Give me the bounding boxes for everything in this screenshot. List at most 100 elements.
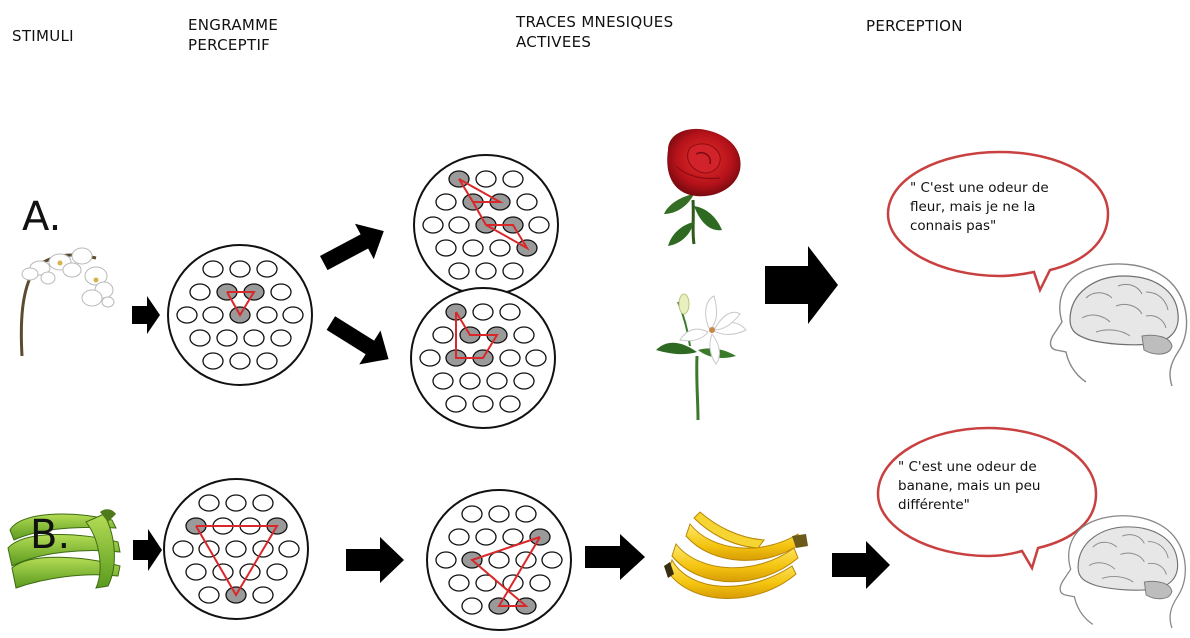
neuron xyxy=(541,551,563,569)
neuron xyxy=(472,395,494,413)
neuron xyxy=(172,540,194,558)
rose-icon xyxy=(664,128,741,246)
neuron xyxy=(448,262,470,280)
row-label-a: A. xyxy=(22,194,62,240)
neuron xyxy=(488,551,510,569)
neuron xyxy=(229,260,251,278)
neuron xyxy=(202,260,224,278)
neuron xyxy=(435,551,457,569)
neuron xyxy=(185,563,207,581)
activation-path xyxy=(470,536,541,607)
banana-icon xyxy=(664,511,808,599)
neuron xyxy=(225,494,247,512)
neuron xyxy=(502,262,524,280)
arrow-b-1 xyxy=(133,529,162,571)
neuron xyxy=(448,574,470,592)
neuron xyxy=(435,193,457,211)
neuron xyxy=(422,216,444,234)
arrow-b-4 xyxy=(832,541,890,589)
row-label-b: B. xyxy=(30,512,71,558)
speech-bubble-b xyxy=(876,426,1098,572)
neuron xyxy=(472,303,494,321)
neuron xyxy=(499,303,521,321)
speech-bubble-a xyxy=(886,150,1110,294)
neuron xyxy=(475,170,497,188)
network-b-engramme xyxy=(163,478,309,620)
neuron xyxy=(189,283,211,301)
neuron xyxy=(448,216,470,234)
neuron xyxy=(515,505,537,523)
neuron xyxy=(256,352,278,370)
neuron xyxy=(461,505,483,523)
neuron xyxy=(432,372,454,390)
neuron xyxy=(475,262,497,280)
neuron xyxy=(499,395,521,413)
neuron xyxy=(459,372,481,390)
neuron xyxy=(448,528,470,546)
neuron xyxy=(252,494,274,512)
arrow-a-big xyxy=(765,246,838,324)
neuron xyxy=(461,597,483,615)
neuron xyxy=(489,239,511,257)
banana-bunch-icon xyxy=(7,509,121,589)
neuron xyxy=(252,586,274,604)
neuron xyxy=(256,306,278,324)
neuron xyxy=(176,306,198,324)
arrow-a-down xyxy=(326,316,389,365)
neuron xyxy=(198,494,220,512)
orchid-flower-icon xyxy=(19,247,115,357)
neuron xyxy=(529,574,551,592)
neuron xyxy=(270,283,292,301)
neuron xyxy=(445,395,467,413)
neuron xyxy=(475,528,497,546)
neuron xyxy=(202,352,224,370)
head-brain-icon xyxy=(1049,263,1188,387)
neuron xyxy=(488,505,510,523)
neuron xyxy=(189,329,211,347)
neuron xyxy=(528,216,550,234)
arrow-a-1 xyxy=(132,296,160,334)
neuron xyxy=(486,372,508,390)
neuron xyxy=(278,540,300,558)
header-perception: PERCEPTION xyxy=(866,17,963,35)
neuron xyxy=(216,329,238,347)
neuron xyxy=(513,372,535,390)
neuron xyxy=(243,329,265,347)
neuron xyxy=(256,260,278,278)
neuron xyxy=(225,540,247,558)
neuron xyxy=(282,306,304,324)
neuron xyxy=(525,349,547,367)
neuron xyxy=(435,239,457,257)
neuron xyxy=(266,563,288,581)
neuron xyxy=(202,306,224,324)
arrow-b-3 xyxy=(585,534,645,580)
network-a-trace-2 xyxy=(410,287,556,429)
neuron xyxy=(270,329,292,347)
arrow-a-up xyxy=(319,223,384,271)
lily-icon xyxy=(656,293,747,421)
network-a-engramme xyxy=(167,244,313,386)
neuron xyxy=(513,326,535,344)
neuron xyxy=(475,574,497,592)
neuron xyxy=(229,352,251,370)
neuron xyxy=(499,349,521,367)
activation-path xyxy=(226,291,256,317)
arrow-b-2 xyxy=(346,537,404,583)
header-traces: TRACES MNESIQUES ACTIVEES xyxy=(516,13,674,51)
neuron xyxy=(198,586,220,604)
activation-path xyxy=(195,525,279,597)
neuron xyxy=(462,239,484,257)
header-engramme: ENGRAMME PERCEPTIF xyxy=(188,16,279,54)
network-a-trace-1 xyxy=(413,154,559,296)
activation-path xyxy=(458,178,530,251)
neuron xyxy=(432,326,454,344)
neuron xyxy=(502,170,524,188)
network-b-trace xyxy=(426,489,572,631)
neuron xyxy=(502,528,524,546)
quote-a: " C'est une odeur de fleur, mais je ne l… xyxy=(910,180,1049,234)
neuron xyxy=(419,349,441,367)
quote-b: " C'est une odeur de banane, mais un peu… xyxy=(898,459,1041,513)
head-brain-icon xyxy=(1059,515,1186,629)
header-stimuli: STIMULI xyxy=(12,27,74,45)
